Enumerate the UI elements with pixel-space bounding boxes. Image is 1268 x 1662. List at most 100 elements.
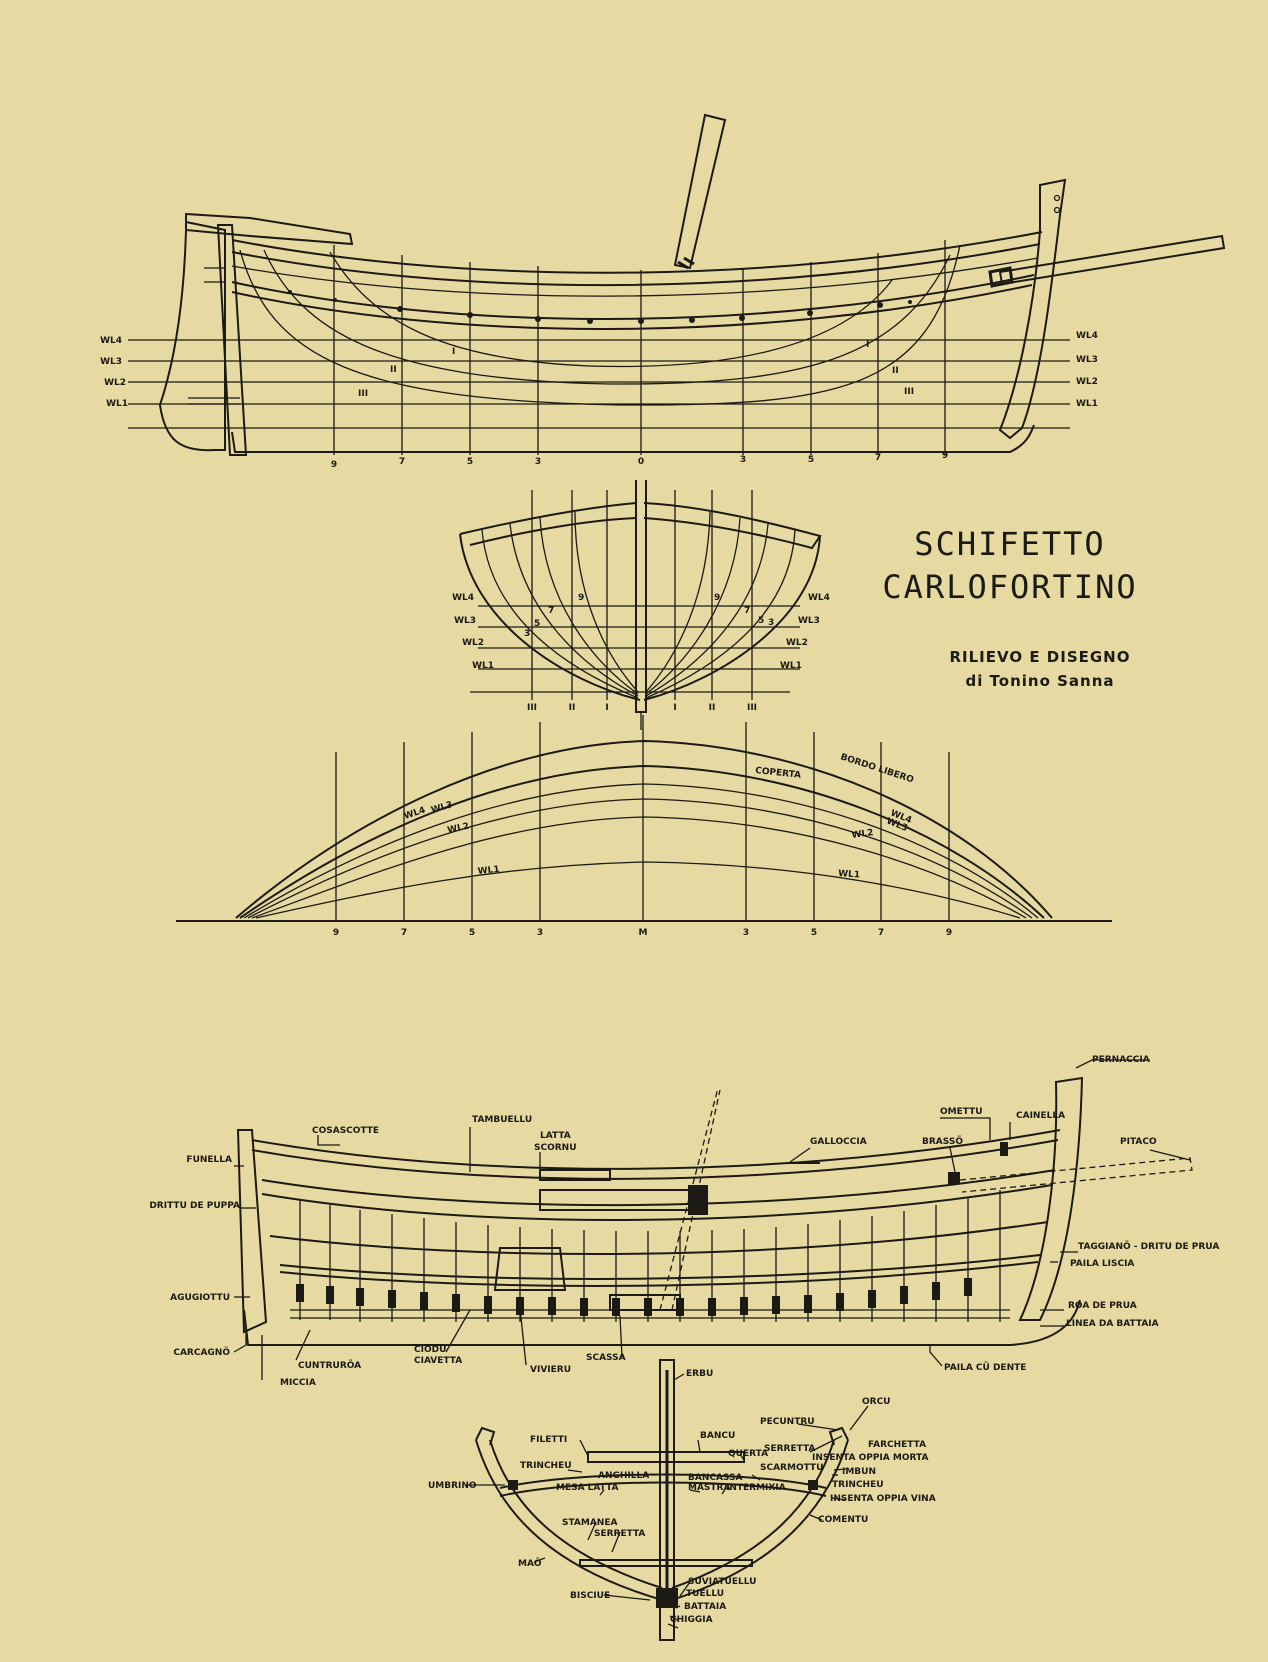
bodyplan-keel xyxy=(635,480,647,713)
label-miccia: MICCIA xyxy=(280,1378,316,1388)
sheer-strake xyxy=(231,257,1039,297)
midship-deck xyxy=(499,1473,827,1489)
label-paila-cu-dente: PAILA CÜ DENTE xyxy=(944,1362,1026,1373)
section-5-left xyxy=(539,517,639,695)
clamp-constr xyxy=(261,1184,1053,1221)
label-wl2-right: WL2 xyxy=(851,828,874,841)
profile-station-7: 7 xyxy=(399,457,405,467)
label-paila-liscia: PAILA LISCIA xyxy=(1070,1259,1134,1269)
section-3-left xyxy=(574,511,639,693)
label-chiggia: CHIGGIA xyxy=(670,1615,713,1625)
bodyplan-section-7-right: 7 xyxy=(744,606,750,616)
midship-hull-right-inner xyxy=(671,1439,835,1589)
bodyplan-wl-right-3: WL3 xyxy=(798,616,820,626)
bodyplan-wl-right-4: WL4 xyxy=(808,593,830,603)
bowsprit-fitting xyxy=(988,266,1014,288)
profile-wl-right-4: WL4 xyxy=(1076,331,1098,341)
wl3-curve xyxy=(247,798,1033,919)
section-7-right xyxy=(645,523,769,697)
label-ciavetta: CIAVETTA xyxy=(414,1356,462,1366)
profile-wl-right-2: WL2 xyxy=(1076,377,1098,387)
construction-view: PERNACCIA COSASCOTTE TAMBUELLU OMETTU CA… xyxy=(149,1055,1219,1388)
label-ciodu: CIODU xyxy=(414,1345,446,1355)
mast-step xyxy=(677,256,695,270)
stem-hole xyxy=(1053,194,1061,202)
bodyplan-section-7-left: 7 xyxy=(548,606,554,616)
profile-buttock-I-right: I xyxy=(866,340,869,350)
profile-station-9b: 9 xyxy=(942,451,948,461)
subtitle-line2: di Tonino Sanna xyxy=(965,672,1114,690)
halfbreadth-station-m: M xyxy=(639,928,648,938)
label-scassa: SCASSA xyxy=(586,1353,626,1363)
bodyplan-section-5-right: 5 xyxy=(758,616,764,626)
keel-bottom xyxy=(231,424,1035,453)
bodyplan-section-3-left: 3 xyxy=(524,629,530,639)
profile-buttock-III-right: III xyxy=(904,387,914,397)
label-galloccia: GALLOCCIA xyxy=(810,1137,867,1147)
frames xyxy=(299,1190,1001,1322)
profile-view: WL4 WL3 WL2 WL1 WL4 WL3 WL2 WL1 I II III… xyxy=(100,113,1226,470)
label-wl1-left: WL1 xyxy=(477,865,500,877)
section-7-left xyxy=(509,523,639,697)
sheer-top xyxy=(231,231,1043,274)
mast-stub xyxy=(673,113,727,270)
label-wl1-right: WL1 xyxy=(838,869,861,881)
buttock-I xyxy=(329,251,893,368)
label-bisciue: BISCIUE xyxy=(570,1591,610,1601)
bordo-libero-curve xyxy=(235,739,1053,919)
profile-buttock-II-left: II xyxy=(390,365,397,375)
bodyplan-section-9-left: 9 xyxy=(578,593,584,603)
label-pecuntru: PECUNTRU xyxy=(760,1417,815,1427)
coperta-curve xyxy=(239,764,1045,919)
profile-wl-left-2: WL2 xyxy=(104,378,126,388)
construction-leaders xyxy=(233,1059,1191,1380)
bodyplan-buttock-II-right: II xyxy=(709,703,716,713)
midship-deck-under xyxy=(499,1481,827,1497)
midship-hull-left-outer xyxy=(475,1439,663,1601)
tiller xyxy=(185,212,354,246)
deck-constr xyxy=(269,1221,1049,1255)
bodyplan-wl-right-2: WL2 xyxy=(786,638,808,648)
label-tuellu: TUELLU xyxy=(686,1589,724,1599)
halfbreadth-stations xyxy=(335,715,950,922)
bowsprit-dashed xyxy=(959,1157,1193,1193)
label-trincheu-right: TRINCHEU xyxy=(832,1480,884,1490)
profile-wl-right-3: WL3 xyxy=(1076,355,1098,365)
halfbreadth-station-9: 9 xyxy=(333,928,339,938)
section-9-right xyxy=(645,529,796,699)
bodyplan-deck-left xyxy=(459,501,637,546)
stringer-constr xyxy=(279,1254,1041,1280)
label-mastra: MASTRA xyxy=(688,1483,730,1493)
brasso-block xyxy=(948,1172,960,1184)
midship-gunwale-left xyxy=(475,1426,496,1446)
wl1-curve xyxy=(255,861,1021,919)
label-agugiottu: AGUGIOTTU xyxy=(170,1293,230,1303)
bodyplan-section-9-right: 9 xyxy=(714,593,720,603)
buttock-II xyxy=(263,249,951,385)
buttock-III xyxy=(239,244,961,406)
waterlines xyxy=(128,339,1070,405)
title-line2: CARLOFORTINO xyxy=(882,568,1137,606)
label-linea-da-battaia: LINEA DA BATTAIA xyxy=(1066,1319,1159,1329)
vivieru-box xyxy=(493,1247,567,1291)
cainella-pin xyxy=(1000,1142,1008,1156)
label-cuntruroa: CUNTRURÖA xyxy=(298,1360,361,1371)
label-querta: QUERTA xyxy=(728,1449,768,1459)
bodyplan-section-3-right: 3 xyxy=(768,618,774,628)
label-serretta-top: SERRETTA xyxy=(764,1444,815,1454)
label-insenta-oppia-vina: INSENTA OPPIA VINA xyxy=(830,1494,936,1504)
gunwale-constr xyxy=(261,1169,1056,1207)
label-intermixia: INTERMIXIA xyxy=(726,1483,786,1493)
profile-wl-right-1: WL1 xyxy=(1076,399,1098,409)
wl2-curve xyxy=(251,816,1027,919)
profile-buttock-III-left: III xyxy=(358,389,368,399)
bodyplan-wl-left-1: WL1 xyxy=(472,661,494,671)
label-scornu: SCORNU xyxy=(534,1143,577,1153)
mast-partner xyxy=(688,1185,708,1215)
stringer2-constr xyxy=(279,1261,1039,1287)
label-taggiano: TAGGIANÖ - DRITU DE PRUA xyxy=(1078,1241,1219,1252)
rail-constr xyxy=(251,1139,1059,1180)
section-5-right xyxy=(645,517,741,695)
half-breadth-view: BORDO LIBERO COPERTA WL4 WL3 WL2 WL1 WL4… xyxy=(176,715,1112,938)
profile-buttock-II-right: II xyxy=(892,366,899,376)
